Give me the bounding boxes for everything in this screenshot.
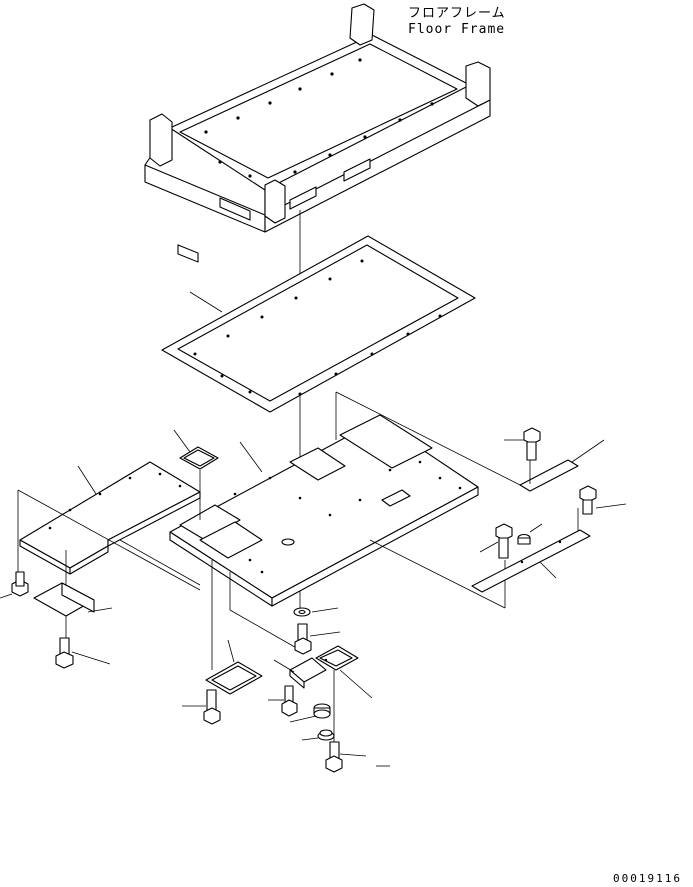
leader-right-plate-lower — [539, 561, 557, 579]
guide-right-3 — [369, 539, 506, 609]
washer-right — [517, 533, 531, 545]
leader-bolt-left-b — [71, 651, 111, 665]
leader-bolt-right-far — [595, 503, 627, 509]
bolt-bottom — [325, 741, 343, 773]
washer-center — [293, 607, 311, 617]
leader-bolt-bottom — [339, 753, 367, 757]
guide-center-3 — [229, 609, 301, 651]
leader-grommet — [289, 715, 317, 723]
leader-washer-center — [311, 607, 339, 613]
bolt-center-mid — [281, 685, 298, 717]
leader-floor-plate — [239, 441, 263, 473]
bolt-right-upper — [523, 427, 541, 461]
leader-gasket — [189, 291, 223, 313]
bolt-right-lower — [495, 523, 513, 559]
leader-plug-cap — [301, 737, 319, 741]
bolt-center-main — [294, 623, 312, 655]
leader-center-bracket-mid — [273, 659, 295, 673]
floor-frame-label-en: Floor Frame — [408, 22, 505, 37]
right-plate-upper — [519, 459, 579, 492]
plug-cap — [317, 729, 335, 741]
center-bracket-mid — [289, 657, 327, 689]
leader-left-bracket — [87, 607, 113, 613]
bolt-right-far — [579, 485, 597, 515]
bolt-center-left — [203, 689, 221, 725]
leader-bolt-left-a — [0, 593, 13, 599]
bolt-left-b — [55, 637, 74, 669]
left-side-cover — [19, 461, 201, 575]
leader-bolt-right-lower — [479, 541, 499, 553]
guide-left-4 — [119, 539, 201, 586]
floor-gasket — [161, 235, 476, 413]
square-cover — [179, 446, 219, 470]
bolt-left-a — [11, 571, 29, 597]
floor-plate — [169, 414, 479, 607]
guide-right-1 — [335, 391, 531, 491]
grommet — [313, 703, 331, 719]
left-bracket — [33, 582, 95, 617]
center-bracket-right — [315, 645, 359, 671]
guide-left-1 — [17, 489, 201, 591]
leader-square-cover — [173, 429, 191, 453]
right-plate-lower — [471, 529, 591, 593]
leader-right-plate-upper — [571, 439, 605, 463]
figure-code: 00019116 — [613, 872, 682, 885]
floor-frame — [144, 3, 491, 263]
leader-washer-right — [529, 523, 543, 533]
floor-frame-label-jp: フロアフレーム — [408, 6, 506, 21]
center-bracket-left — [205, 661, 263, 695]
leader-left-cover — [77, 465, 97, 495]
leader-center-bracket-right — [339, 669, 373, 699]
leader-bolt-center-main — [309, 631, 341, 637]
leader-center-bracket-left — [227, 639, 235, 663]
